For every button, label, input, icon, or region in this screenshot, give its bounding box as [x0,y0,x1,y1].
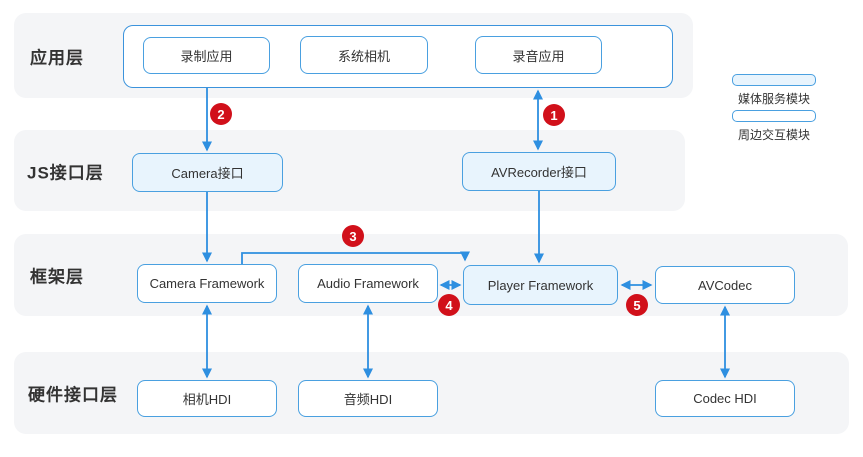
legend-swatch-media-service [732,74,816,86]
node-avrecorder-api: AVRecorder接口 [462,152,616,191]
legend-label-peripheral-interaction: 周边交互模块 [737,128,810,142]
node-recording-app: 录制应用 [143,37,270,74]
step-badge-2: 2 [210,103,232,125]
layer-label-hardware-interface: 硬件接口层 [28,385,118,405]
node-camera-framework: Camera Framework [137,264,277,303]
legend-label-media-service: 媒体服务模块 [737,92,810,106]
layer-label-framework: 框架层 [30,267,84,287]
step-badge-5: 5 [626,294,648,316]
node-system-camera: 系统相机 [300,36,428,74]
node-camera-api: Camera接口 [132,153,283,192]
node-player-framework: Player Framework [463,265,618,305]
node-audio-framework: Audio Framework [298,264,438,303]
legend-swatch-peripheral-interaction [732,110,816,122]
step-badge-1: 1 [543,104,565,126]
step-badge-3: 3 [342,225,364,247]
node-audio-recording-app: 录音应用 [475,36,602,74]
layer-label-application: 应用层 [30,48,84,68]
node-audio-hdi: 音频HDI [298,380,438,417]
node-avcodec: AVCodec [655,266,795,304]
node-camera-hdi: 相机HDI [137,380,277,417]
node-codec-hdi: Codec HDI [655,380,795,417]
step-badge-4: 4 [438,294,460,316]
layer-label-js-interface: JS接口层 [27,163,104,183]
